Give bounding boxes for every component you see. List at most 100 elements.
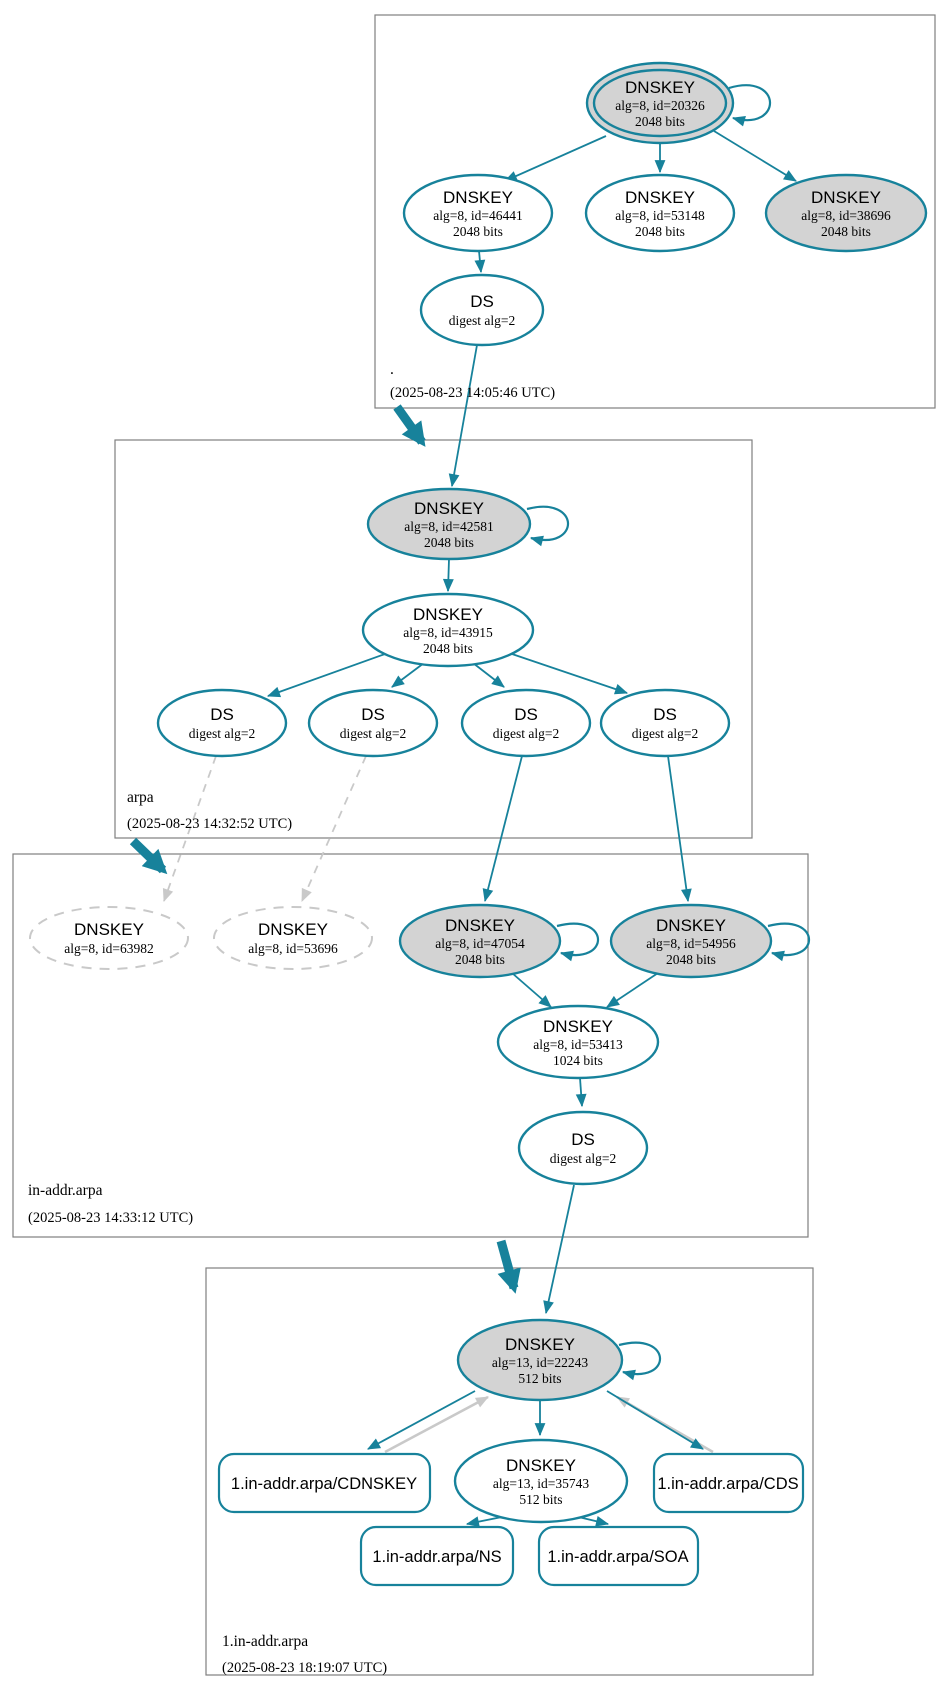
- arrow-in-addr-to-1-in-addr-delegation: [496, 1239, 521, 1294]
- zone-timestamp-root: (2025-08-23 14:05:46 UTC): [390, 385, 555, 401]
- node-in-addr-ksk-47054[interactable]: DNSKEY alg=8, id=47054 2048 bits: [398, 903, 562, 979]
- node-root-dnskey-38696[interactable]: DNSKEY alg=8, id=38696 2048 bits: [764, 173, 928, 253]
- node-bits: 1024 bits: [553, 1053, 603, 1068]
- node-arpa-ds1[interactable]: DS digest alg=2: [156, 688, 288, 758]
- node-title: DS: [571, 1130, 595, 1149]
- dnskey-ellipse[interactable]: [402, 173, 554, 253]
- node-meta: alg=8, id=42581: [404, 519, 493, 534]
- node-1-in-addr-zsk-35743[interactable]: DNSKEY alg=13, id=35743 512 bits: [453, 1438, 629, 1524]
- zone-timestamp-arpa: (2025-08-23 14:32:52 UTC): [127, 816, 292, 832]
- edge-root-ksk-to-38696: [713, 130, 797, 182]
- edge-arpa-ds3-to-ksk-47054: [482, 755, 523, 903]
- node-bits: 2048 bits: [666, 952, 716, 967]
- dnskey-dashed-ellipse[interactable]: [213, 906, 373, 970]
- node-meta: alg=8, id=63982: [64, 941, 153, 956]
- node-title: DNSKEY: [258, 920, 328, 939]
- rrset-label: 1.in-addr.arpa/SOA: [547, 1548, 688, 1566]
- node-in-addr-ds[interactable]: DS digest alg=2: [517, 1110, 649, 1186]
- node-rrset-cds[interactable]: 1.in-addr.arpa/CDS: [652, 1452, 805, 1514]
- ds-ellipse[interactable]: [599, 688, 731, 758]
- ds-ellipse[interactable]: [517, 1110, 649, 1186]
- node-arpa-ds4[interactable]: DS digest alg=2: [599, 688, 731, 758]
- node-meta: alg=13, id=22243: [492, 1355, 588, 1370]
- node-title: DNSKEY: [505, 1335, 575, 1354]
- node-rrset-soa[interactable]: 1.in-addr.arpa/SOA: [537, 1525, 700, 1587]
- node-meta: alg=8, id=53413: [533, 1037, 623, 1052]
- edge-arpa-zsk-to-ds4: [511, 653, 629, 695]
- rrset-rect[interactable]: [359, 1525, 515, 1587]
- rrset-label: 1.in-addr.arpa/NS: [372, 1548, 501, 1566]
- dnskey-ellipse[interactable]: [398, 903, 562, 979]
- node-meta: digest alg=2: [340, 726, 406, 741]
- node-title: DS: [470, 292, 494, 311]
- node-bits: 2048 bits: [455, 952, 505, 967]
- edge-root-ksk-to-46441: [504, 135, 607, 182]
- node-title: DNSKEY: [413, 605, 483, 624]
- ds-ellipse[interactable]: [156, 688, 288, 758]
- rrset-rect[interactable]: [537, 1525, 700, 1587]
- edge-22243-to-cdnskey: [367, 1390, 476, 1450]
- edge-22243-to-cds: [606, 1390, 704, 1450]
- edge-arpa-ksk-selfsign: [526, 505, 569, 547]
- node-arpa-ksk-42581[interactable]: DNSKEY alg=8, id=42581 2048 bits: [366, 487, 532, 561]
- node-root-ds[interactable]: DS digest alg=2: [419, 273, 545, 347]
- node-bits: 2048 bits: [635, 114, 685, 129]
- edge-53413-to-ds: [575, 1077, 587, 1108]
- ds-ellipse[interactable]: [460, 688, 592, 758]
- rrset-label: 1.in-addr.arpa/CDNSKEY: [231, 1475, 417, 1493]
- edge-arpa-ds1-to-dnskey-63982-missing: [162, 755, 217, 903]
- dnskey-ellipse[interactable]: [456, 1318, 624, 1402]
- node-title: DNSKEY: [625, 188, 695, 207]
- root-ksk-inner-ellipse: [592, 68, 728, 138]
- dnskey-ellipse[interactable]: [764, 173, 928, 253]
- dnskey-ellipse[interactable]: [366, 487, 532, 561]
- ds-ellipse[interactable]: [419, 273, 545, 347]
- edge-in-addr-ds-to-22243: [543, 1184, 575, 1315]
- node-meta: digest alg=2: [550, 1151, 616, 1166]
- edge-arpa-ksk-to-zsk: [442, 558, 454, 593]
- edge-47054-selfsign: [556, 922, 599, 962]
- node-in-addr-ksk-54956[interactable]: DNSKEY alg=8, id=54956 2048 bits: [609, 903, 773, 979]
- node-title: DNSKEY: [625, 78, 695, 97]
- node-meta: alg=8, id=38696: [801, 208, 891, 223]
- node-1-in-addr-ksk-22243[interactable]: DNSKEY alg=13, id=22243 512 bits: [456, 1318, 624, 1402]
- rrset-rect[interactable]: [652, 1452, 805, 1514]
- dnskey-ellipse[interactable]: [609, 903, 773, 979]
- dnskey-ellipse[interactable]: [584, 173, 736, 253]
- edge-cdnskey-to-22243-gray: [384, 1395, 489, 1454]
- rrset-rect[interactable]: [217, 1452, 432, 1514]
- node-in-addr-dnskey-53696-missing[interactable]: DNSKEY alg=8, id=53696: [213, 906, 373, 970]
- node-bits: 2048 bits: [635, 224, 685, 239]
- node-root-dnskey-53148[interactable]: DNSKEY alg=8, id=53148 2048 bits: [584, 173, 736, 253]
- ds-ellipse[interactable]: [307, 688, 439, 758]
- node-meta: alg=8, id=53148: [615, 208, 705, 223]
- node-title: DNSKEY: [506, 1456, 576, 1475]
- edge-46441-to-root-ds: [474, 250, 486, 274]
- node-in-addr-zsk-53413[interactable]: DNSKEY alg=8, id=53413 1024 bits: [496, 1004, 660, 1080]
- zone-label-1-in-addr-arpa: 1.in-addr.arpa: [222, 1633, 308, 1650]
- dnskey-dashed-ellipse[interactable]: [29, 906, 189, 970]
- node-arpa-zsk-43915[interactable]: DNSKEY alg=8, id=43915 2048 bits: [361, 592, 535, 668]
- node-rrset-ns[interactable]: 1.in-addr.arpa/NS: [359, 1525, 515, 1587]
- node-meta: alg=8, id=46441: [433, 208, 522, 223]
- zone-timestamp-in-addr-arpa: (2025-08-23 14:33:12 UTC): [28, 1210, 193, 1226]
- node-meta: alg=8, id=53696: [248, 941, 338, 956]
- node-meta: digest alg=2: [632, 726, 698, 741]
- node-in-addr-dnskey-63982-missing[interactable]: DNSKEY alg=8, id=63982: [29, 906, 189, 970]
- node-arpa-ds2[interactable]: DS digest alg=2: [307, 688, 439, 758]
- node-bits: 2048 bits: [821, 224, 871, 239]
- edge-arpa-zsk-to-ds3: [472, 662, 505, 688]
- dnskey-ellipse[interactable]: [361, 592, 535, 668]
- edge-54956-selfsign: [767, 922, 810, 962]
- node-rrset-cdnskey[interactable]: 1.in-addr.arpa/CDNSKEY: [217, 1452, 432, 1514]
- node-root-ksk-20326[interactable]: DNSKEY alg=8, id=20326 2048 bits: [585, 61, 735, 145]
- node-meta: alg=13, id=35743: [493, 1476, 589, 1491]
- node-arpa-ds3[interactable]: DS digest alg=2: [460, 688, 592, 758]
- dnskey-ellipse[interactable]: [453, 1438, 629, 1524]
- node-root-dnskey-46441[interactable]: DNSKEY alg=8, id=46441 2048 bits: [402, 173, 554, 253]
- node-title: DNSKEY: [811, 188, 881, 207]
- rrset-label: 1.in-addr.arpa/CDS: [657, 1475, 798, 1493]
- dnskey-ellipse[interactable]: [496, 1004, 660, 1080]
- edge-root-ds-to-arpa-ksk: [448, 344, 478, 488]
- edge-54956-to-53413: [606, 972, 659, 1008]
